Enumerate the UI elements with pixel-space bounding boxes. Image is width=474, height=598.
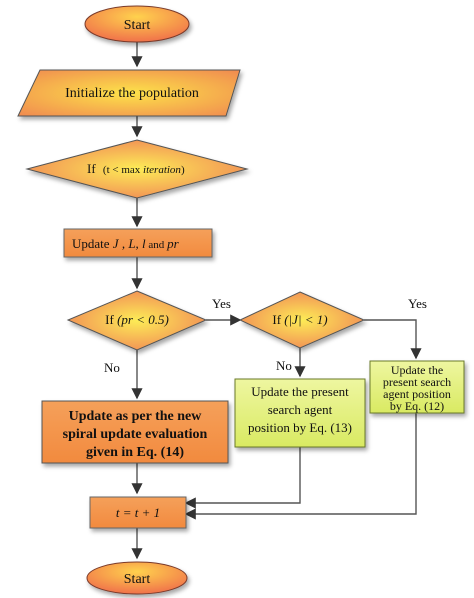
pr-condition-label: If (pr < 0.5) xyxy=(105,312,169,327)
loop-condition-label: If (t < max iteration) xyxy=(87,161,185,176)
eq12-node: Update the present search agent position… xyxy=(369,360,465,414)
end-node: Start xyxy=(86,561,188,595)
eq12-line-3: agent position xyxy=(383,387,451,401)
edge-j-yes xyxy=(364,319,422,360)
increment-label: t = t + 1 xyxy=(116,505,160,520)
eq13-line-1: Update the present xyxy=(251,384,349,399)
update-params-label: Update J , L, l and pr xyxy=(72,236,180,251)
eq13-line-3: position by Eq. (13) xyxy=(248,420,352,435)
eq12-line-2: present search xyxy=(383,375,451,389)
end-label: Start xyxy=(124,572,151,587)
eq13-node: Update the present search agent position… xyxy=(234,378,366,448)
start-node: Start xyxy=(84,5,190,43)
edge-label-no-1: No xyxy=(104,360,120,375)
increment-node: t = t + 1 xyxy=(89,496,187,529)
spiral-line-1: Update as per the new xyxy=(69,409,203,424)
edge-label-no-2: No xyxy=(276,358,292,373)
eq13-line-2: search agent xyxy=(268,402,333,417)
spiral-update-node: Update as per the new spiral update eval… xyxy=(41,400,229,464)
edge-label-yes-2: Yes xyxy=(408,296,427,311)
connectors xyxy=(131,42,422,560)
j-condition-node: If (|J| < 1) xyxy=(238,291,366,349)
j-condition-label: If (|J| < 1) xyxy=(272,312,327,327)
edge-eq13-inc xyxy=(184,447,301,509)
start-label: Start xyxy=(124,18,151,33)
loop-condition-node: If (t < max iteration) xyxy=(25,139,249,199)
spiral-line-2: spiral update evaluation xyxy=(63,427,208,442)
pr-condition-node: If (pr < 0.5) xyxy=(66,290,208,351)
eq12-line-1: Update the xyxy=(391,363,443,377)
init-node: Initialize the population xyxy=(17,69,241,117)
edge-label-yes-1: Yes xyxy=(212,296,231,311)
update-params-node: Update J , L, l and pr xyxy=(63,228,213,258)
eq12-line-4: by Eq. (12) xyxy=(390,399,444,413)
init-label: Initialize the population xyxy=(65,86,199,101)
edge-eq12-inc xyxy=(184,413,417,520)
spiral-line-3: given in Eq. (14) xyxy=(86,445,184,460)
